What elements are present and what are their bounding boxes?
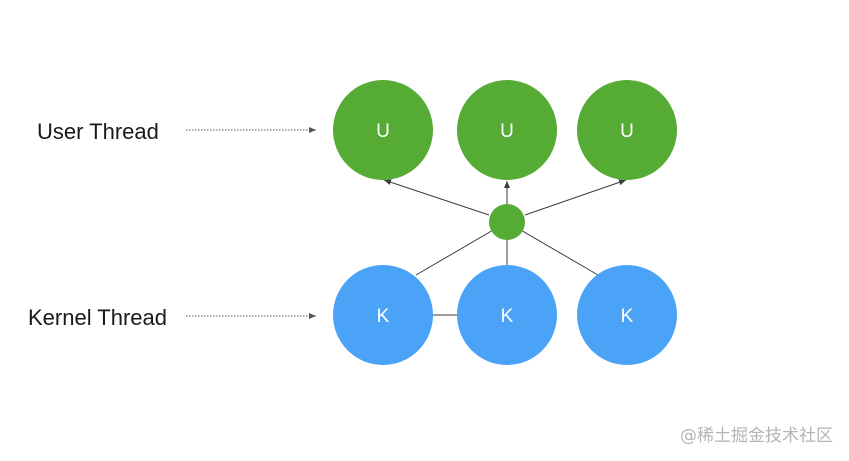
scheduler-hub-node [489, 204, 525, 240]
user-thread-letter: U [376, 121, 390, 142]
hub-to-user-arrow [524, 179, 627, 216]
kernel-thread-letter: K [501, 306, 514, 327]
user-thread-node: U [457, 80, 557, 180]
watermark-text: @稀土掘金技术社区 [680, 426, 833, 446]
user-thread-letter: U [500, 121, 514, 142]
kernel-thread-letter: K [621, 306, 634, 327]
hub-to-user-arrow [383, 179, 490, 216]
kernel-thread-node: K [577, 265, 677, 365]
kernel-thread-node: K [457, 265, 557, 365]
kernel-thread-node: K [333, 265, 433, 365]
user-thread-letter: U [620, 121, 634, 142]
user-thread-node: U [577, 80, 677, 180]
kernel-thread-label: Kernel Thread [28, 305, 167, 330]
user-thread-label: User Thread [37, 119, 159, 144]
user-thread-node: U [333, 80, 433, 180]
kernel-thread-letter: K [377, 306, 390, 327]
